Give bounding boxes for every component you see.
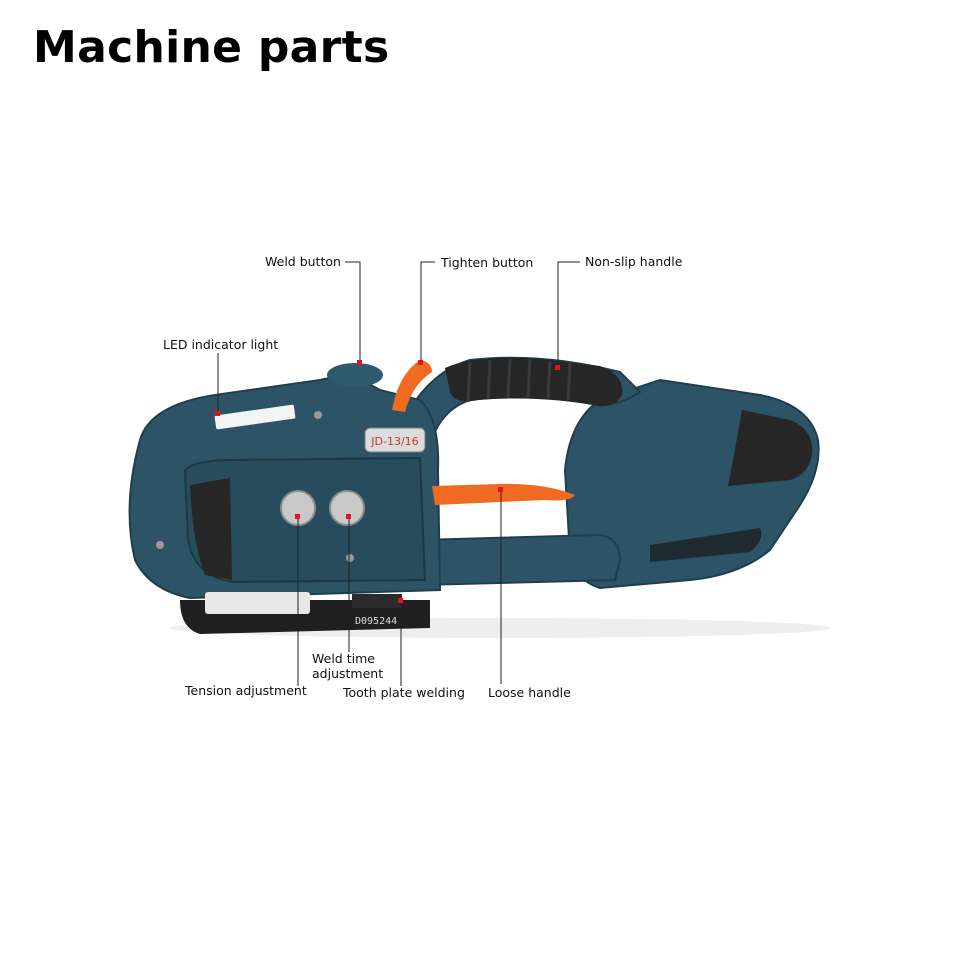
- label-tooth-plate-welding: Tooth plate welding: [343, 685, 465, 700]
- label-tension-adjustment: Tension adjustment: [185, 683, 307, 698]
- leader-tighten-button: [420, 261, 435, 363]
- label-non-slip-handle: Non-slip handle: [585, 254, 683, 269]
- battery-cap: [728, 410, 813, 486]
- label-tighten-button: Tighten button: [441, 255, 534, 270]
- page-title: Machine parts: [33, 22, 390, 73]
- grip-ridges: [466, 358, 572, 403]
- marker-loose-handle: [498, 487, 503, 492]
- screw: [346, 554, 354, 562]
- loose-handle-lever: [432, 483, 575, 505]
- marker-non-slip-handle: [555, 365, 560, 370]
- leader-weld-button: [345, 261, 361, 363]
- non-slip-grip: [445, 357, 623, 407]
- label-loose-handle: Loose handle: [488, 685, 571, 700]
- weld-time-knob: [329, 490, 365, 526]
- marker-led-indicator: [215, 411, 220, 416]
- tighten-lever: [392, 360, 432, 412]
- lower-tube: [419, 533, 622, 587]
- battery-grip: [650, 528, 762, 562]
- marker-tighten-button: [418, 360, 423, 365]
- leader-non-slip-handle: [557, 261, 580, 368]
- marker-weld-button: [357, 360, 362, 365]
- weld-button-base: [327, 363, 383, 387]
- side-vent: [190, 478, 232, 580]
- model-badge-plate: [364, 427, 426, 453]
- brand-sticker: [214, 404, 296, 430]
- marker-tooth-plate-welding: [398, 598, 403, 603]
- label-weld-button: Weld button: [265, 254, 341, 269]
- leader-lines: [217, 261, 580, 686]
- marker-tension-adjustment: [295, 514, 300, 519]
- tooth-plate: [352, 594, 402, 608]
- label-weld-time-adjustment: Weld time adjustment: [312, 651, 384, 681]
- marker-points: [215, 360, 560, 603]
- screw: [314, 411, 322, 419]
- marker-weld-time-adjustment: [346, 514, 351, 519]
- serial-number: D095244: [355, 616, 397, 627]
- model-badge-text: JD-13/16: [370, 435, 418, 448]
- label-led-indicator: LED indicator light: [163, 337, 279, 352]
- strap-guide: [205, 592, 310, 614]
- screw: [156, 541, 164, 549]
